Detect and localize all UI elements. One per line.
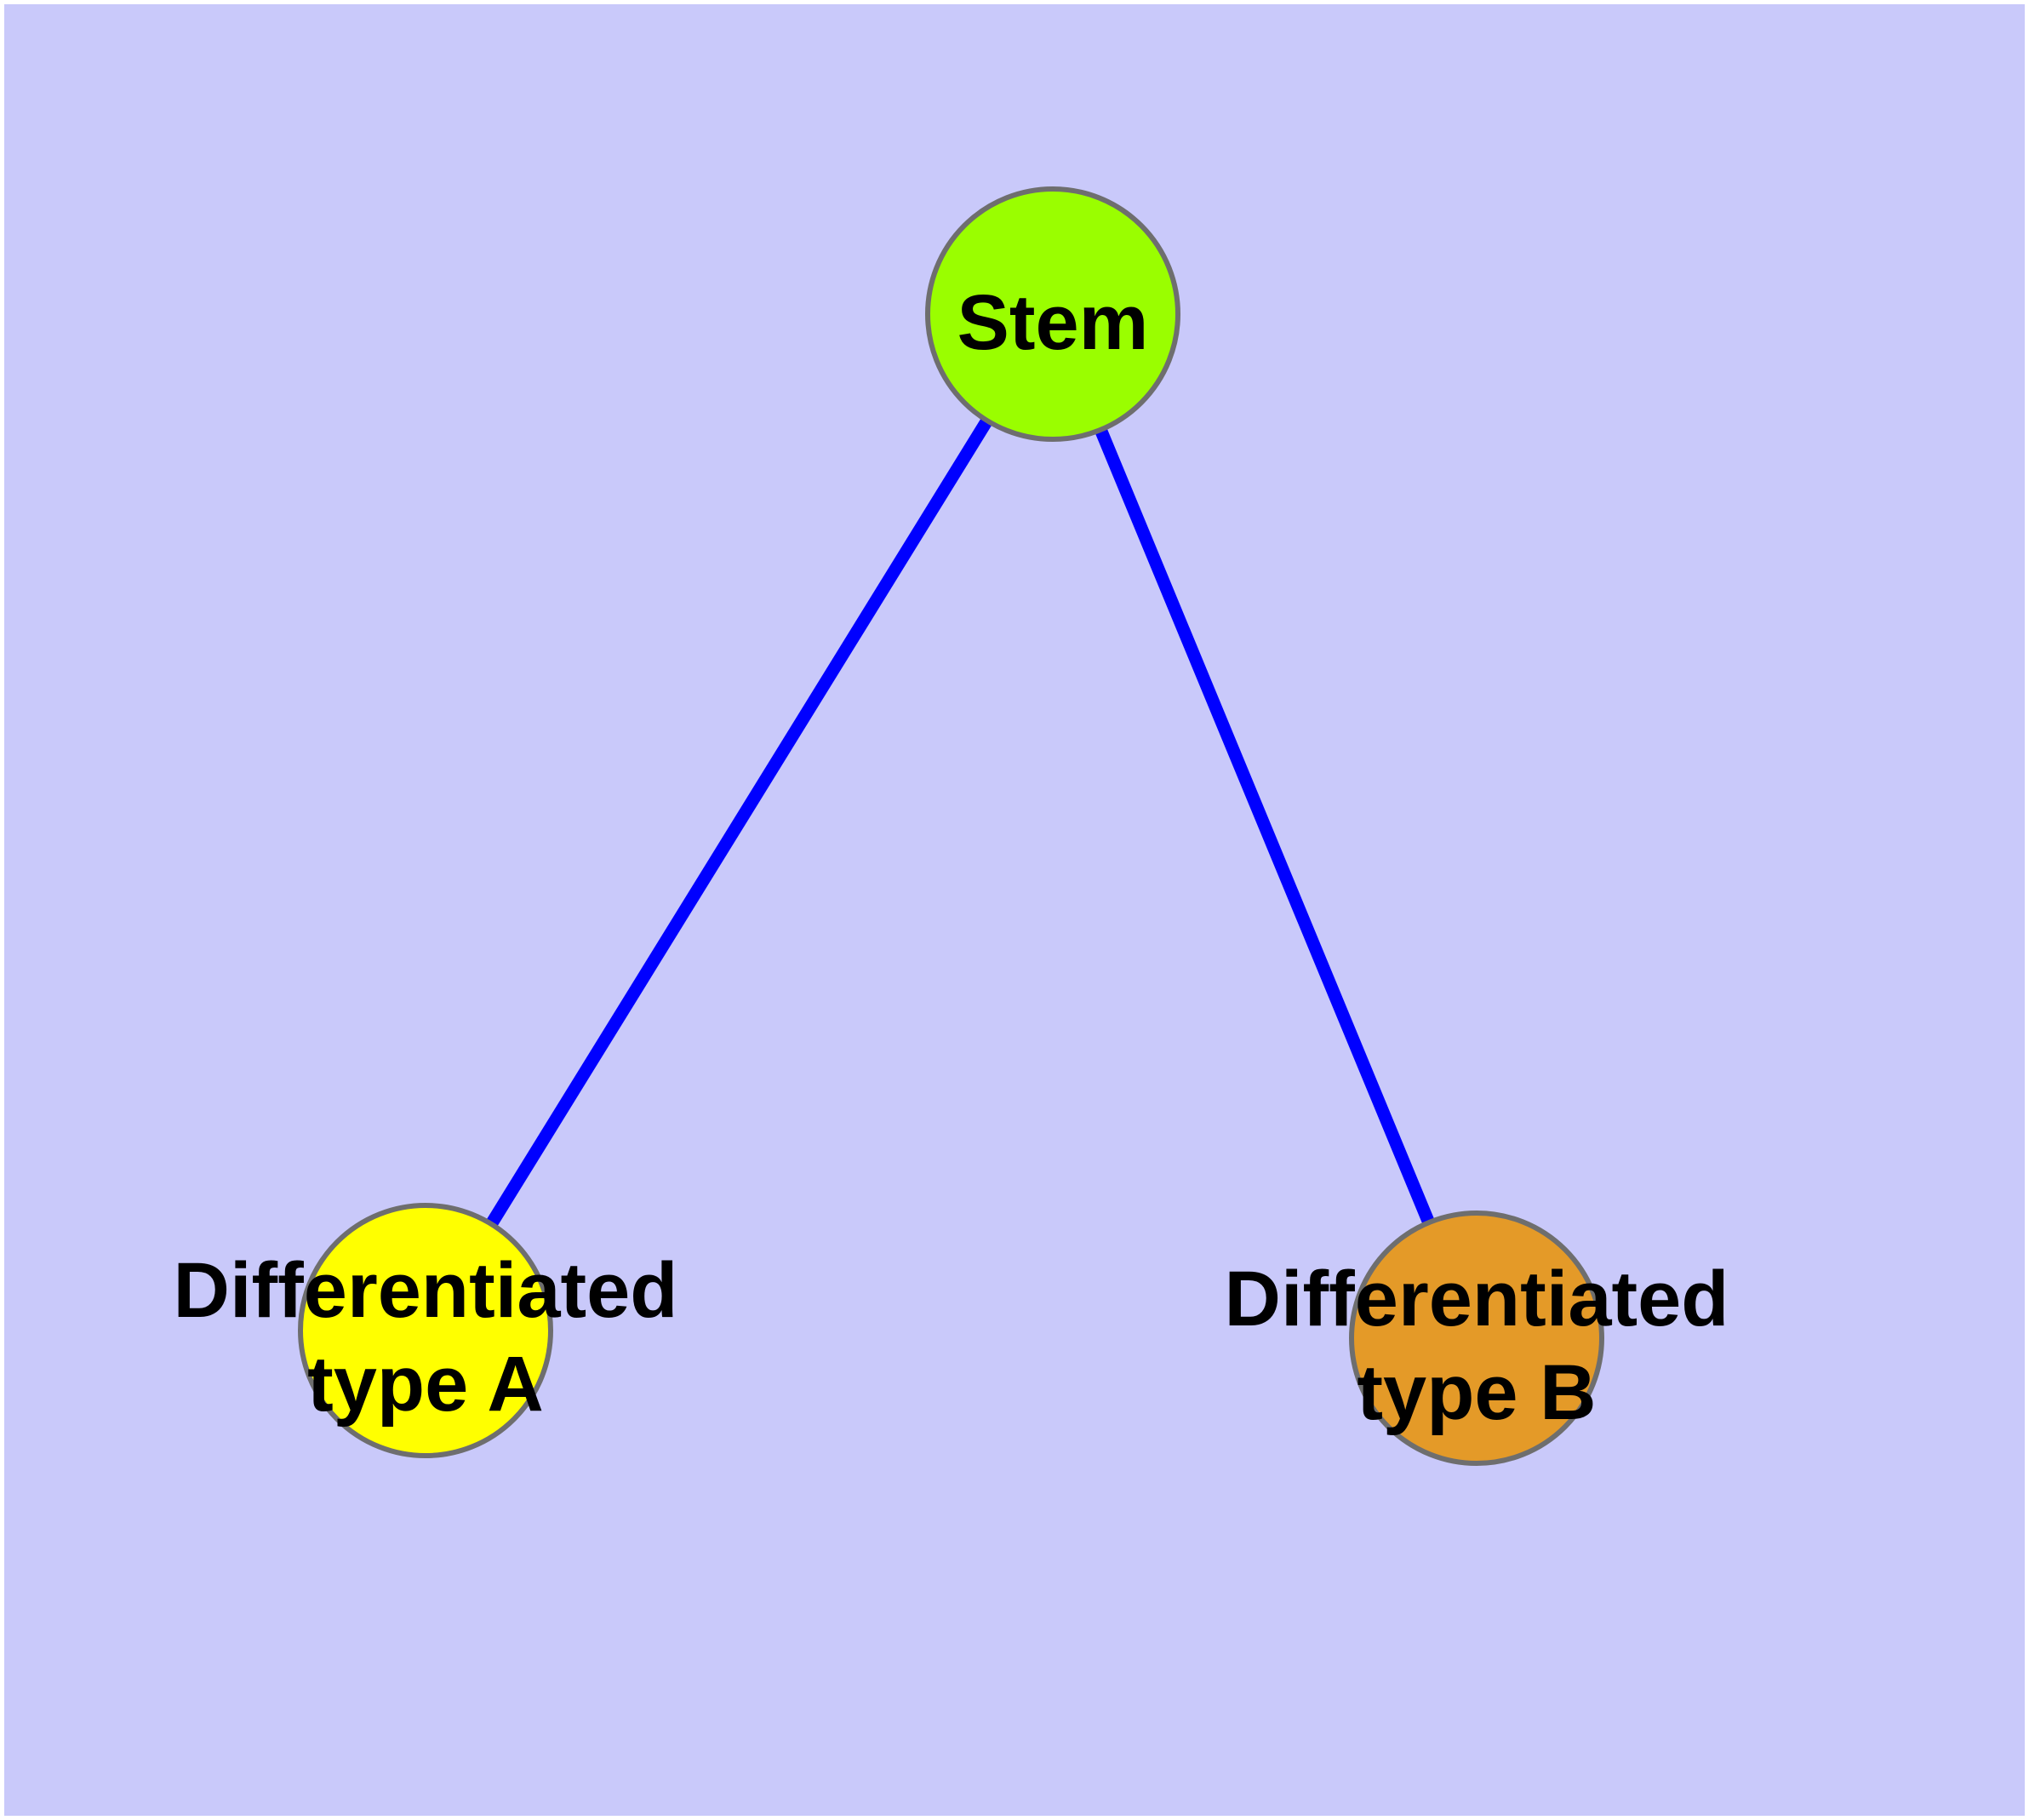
node-stem [925,186,1180,442]
node-differentiated-type-b-label-line2: type B [1357,1349,1596,1436]
node-differentiated-type-a [298,1203,553,1458]
edge-stem-to-differentiated-type-a [420,311,1059,1334]
node-differentiated-type-a-label-line2: type A [307,1341,544,1428]
node-differentiated-type-b [1349,1210,1604,1466]
node-stem-label: Stem [957,279,1149,366]
node-differentiated-type-b-label-line1: Differentiated [1225,1256,1729,1342]
edge-stem-to-differentiated-type-b [1047,312,1483,1341]
node-differentiated-type-a-label-line1: Differentiated [174,1247,678,1334]
